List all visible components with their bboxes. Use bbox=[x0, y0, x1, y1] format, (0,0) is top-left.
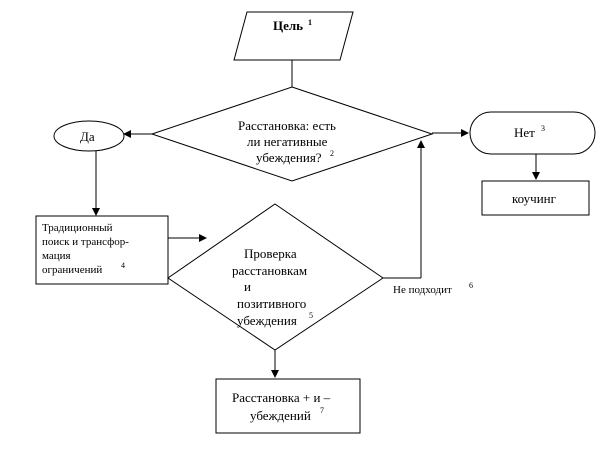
check-line-2: расстановкам bbox=[232, 263, 307, 278]
traditional-line-4: ограничений bbox=[42, 264, 102, 276]
decision-main-note: 2 bbox=[330, 149, 334, 158]
check-line-3: и bbox=[244, 279, 251, 294]
traditional-note: 4 bbox=[121, 261, 125, 270]
no-node: Нет 3 bbox=[469, 111, 596, 155]
result-line-2: убеждений bbox=[250, 408, 311, 423]
result-line-1: Расстановка + и – bbox=[232, 390, 331, 405]
coaching-label: коучинг bbox=[512, 191, 556, 206]
check-node: Проверка расстановкам и позитивного убеж… bbox=[167, 203, 384, 351]
result-shape bbox=[215, 378, 361, 434]
not-fit-label: Не подходит bbox=[393, 284, 452, 296]
goal-note: 1 bbox=[308, 18, 312, 27]
traditional-shape bbox=[35, 215, 169, 285]
check-line-4: позитивного bbox=[237, 296, 306, 311]
check-line-5: убеждения bbox=[237, 313, 297, 328]
goal-shape bbox=[233, 11, 354, 61]
check-note: 5 bbox=[309, 311, 313, 320]
goal-node: Цель 1 bbox=[233, 11, 354, 61]
decision-main-shape bbox=[150, 86, 434, 182]
decision-main-line-2: ли негативные bbox=[247, 134, 328, 149]
decision-main-line-3: убеждения? bbox=[256, 150, 322, 165]
no-shape bbox=[469, 111, 596, 155]
result-note: 7 bbox=[320, 406, 324, 415]
goal-label: Цель bbox=[273, 18, 303, 33]
yes-label: Да bbox=[80, 129, 95, 144]
check-line-1: Проверка bbox=[244, 246, 297, 261]
decision-main-line-1: Расстановка: есть bbox=[238, 118, 336, 133]
coaching-node: коучинг bbox=[481, 180, 590, 216]
yes-node: Да bbox=[53, 120, 125, 152]
result-node: Расстановка + и – убеждений 7 bbox=[215, 378, 361, 434]
no-label: Нет bbox=[514, 125, 535, 140]
traditional-line-1: Традиционный bbox=[42, 222, 113, 234]
traditional-line-2: поиск и трансфор- bbox=[42, 236, 129, 248]
no-note: 3 bbox=[541, 124, 545, 133]
decision-main-node: Расстановка: есть ли негативные убеждени… bbox=[150, 86, 434, 182]
traditional-line-3: мация bbox=[42, 250, 71, 262]
yes-shape bbox=[53, 120, 125, 152]
traditional-node: Традиционный поиск и трансфор- мация огр… bbox=[35, 215, 169, 285]
coaching-shape bbox=[481, 180, 590, 216]
not-fit-note: 6 bbox=[469, 281, 473, 290]
